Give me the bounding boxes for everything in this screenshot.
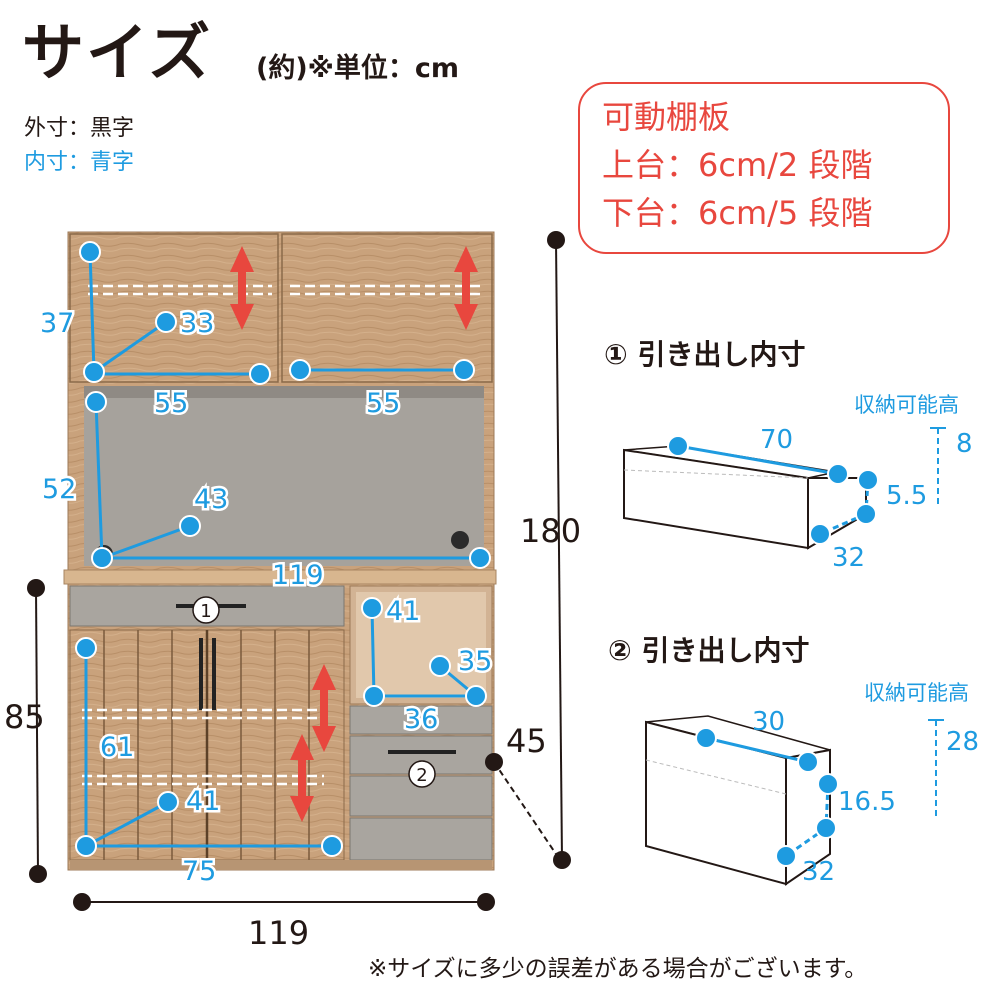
dim-middle-depth: 43 <box>194 484 228 515</box>
adjust-arrow-lower-top <box>312 664 336 752</box>
small-drawer-front <box>349 705 493 735</box>
dim-upper-left-depth: 33 <box>180 308 214 339</box>
dim-lower-depth: 41 <box>186 786 220 817</box>
outlet-right <box>451 531 469 549</box>
outer-dimension-labels: 180 85 119 45 <box>4 512 581 952</box>
drawer-2-capacity: 28 <box>946 727 979 757</box>
shelf-note-title: 可動棚板 <box>602 98 731 136</box>
drawer-marker-1: 1 <box>192 596 220 624</box>
drawer-1-height: 5.5 <box>886 481 927 511</box>
dim-lower-width: 75 <box>182 856 216 887</box>
drawer-2-height: 16.5 <box>838 787 896 817</box>
drawer-1-title: ① 引き出し内寸 <box>604 338 805 371</box>
unit-note: (約)※単位：cm <box>256 53 460 84</box>
shelf-note-box: 可動棚板 上台：6cm/2 段階 下台：6cm/5 段階 <box>578 82 950 254</box>
adjust-arrow-upper-left <box>230 246 254 330</box>
drawer-4-front <box>349 817 493 861</box>
shelf-note-lower: 下台：6cm/5 段階 <box>602 194 873 232</box>
drawer-1-capacity: 8 <box>956 429 973 459</box>
adjust-arrow-upper-right <box>454 246 478 330</box>
dim-middle-height: 52 <box>42 474 76 505</box>
inner-dimension-lines <box>84 251 480 848</box>
counter-top <box>63 569 497 585</box>
dim-total-width: 119 <box>248 914 309 952</box>
middle-open-back <box>84 386 484 566</box>
drawer-1-width: 70 <box>760 425 793 455</box>
drawer-2-capacity-label: 収納可能高 <box>864 681 969 705</box>
dim-niche-height: 41 <box>386 596 420 627</box>
middle-top-shadow <box>84 386 484 398</box>
inner-dimension-dots <box>75 241 491 857</box>
drawer-2-depth: 32 <box>802 857 835 887</box>
page-title: サイズ <box>22 16 213 89</box>
svg-text:2: 2 <box>416 765 427 786</box>
dim-middle-width: 119 <box>272 560 324 591</box>
dim-upper-left-width: 55 <box>154 388 188 419</box>
legend-outer: 外寸：黒字 <box>24 116 135 141</box>
dim-total-height: 180 <box>520 512 581 550</box>
drawer-2-diagram: ② 引き出し内寸 30 16.5 32 28 収納可能高 <box>608 634 979 887</box>
dim-niche-width: 36 <box>404 704 438 735</box>
drawer-2-width: 30 <box>752 707 785 737</box>
adjust-arrows <box>230 246 478 822</box>
dim-lower-outer-height: 85 <box>4 698 45 736</box>
dim-depth: 45 <box>506 722 547 760</box>
dim-niche-depth: 35 <box>458 646 492 677</box>
drawer-2-title: ② 引き出し内寸 <box>608 634 809 667</box>
plinth <box>70 860 492 870</box>
outer-dimension-lines <box>35 239 563 903</box>
legend-inner: 内寸：青字 <box>24 150 135 175</box>
dim-lower-height: 61 <box>100 732 134 763</box>
dim-upper-right-width: 55 <box>366 388 400 419</box>
outer-dimension-dots <box>27 231 571 911</box>
footer-note: ※サイズに多少の誤差がある場合がございます。 <box>368 956 868 982</box>
shelf-positions <box>82 284 480 786</box>
adjust-arrow-lower-bottom <box>290 734 314 822</box>
svg-text:1: 1 <box>200 601 211 622</box>
drawer-1-depth: 32 <box>832 543 865 573</box>
drawer-1-capacity-label: 収納可能高 <box>854 393 959 417</box>
drawer-marker-2: 2 <box>408 760 436 788</box>
inner-dimension-labels: 37 33 55 55 52 43 119 41 35 36 61 41 75 <box>38 306 495 890</box>
dim-upper-left-height: 37 <box>40 308 74 339</box>
shelf-note-upper: 上台：6cm/2 段階 <box>602 146 873 184</box>
drawer-1-diagram: ① 引き出し内寸 70 5.5 32 8 収納可能高 <box>604 338 973 573</box>
